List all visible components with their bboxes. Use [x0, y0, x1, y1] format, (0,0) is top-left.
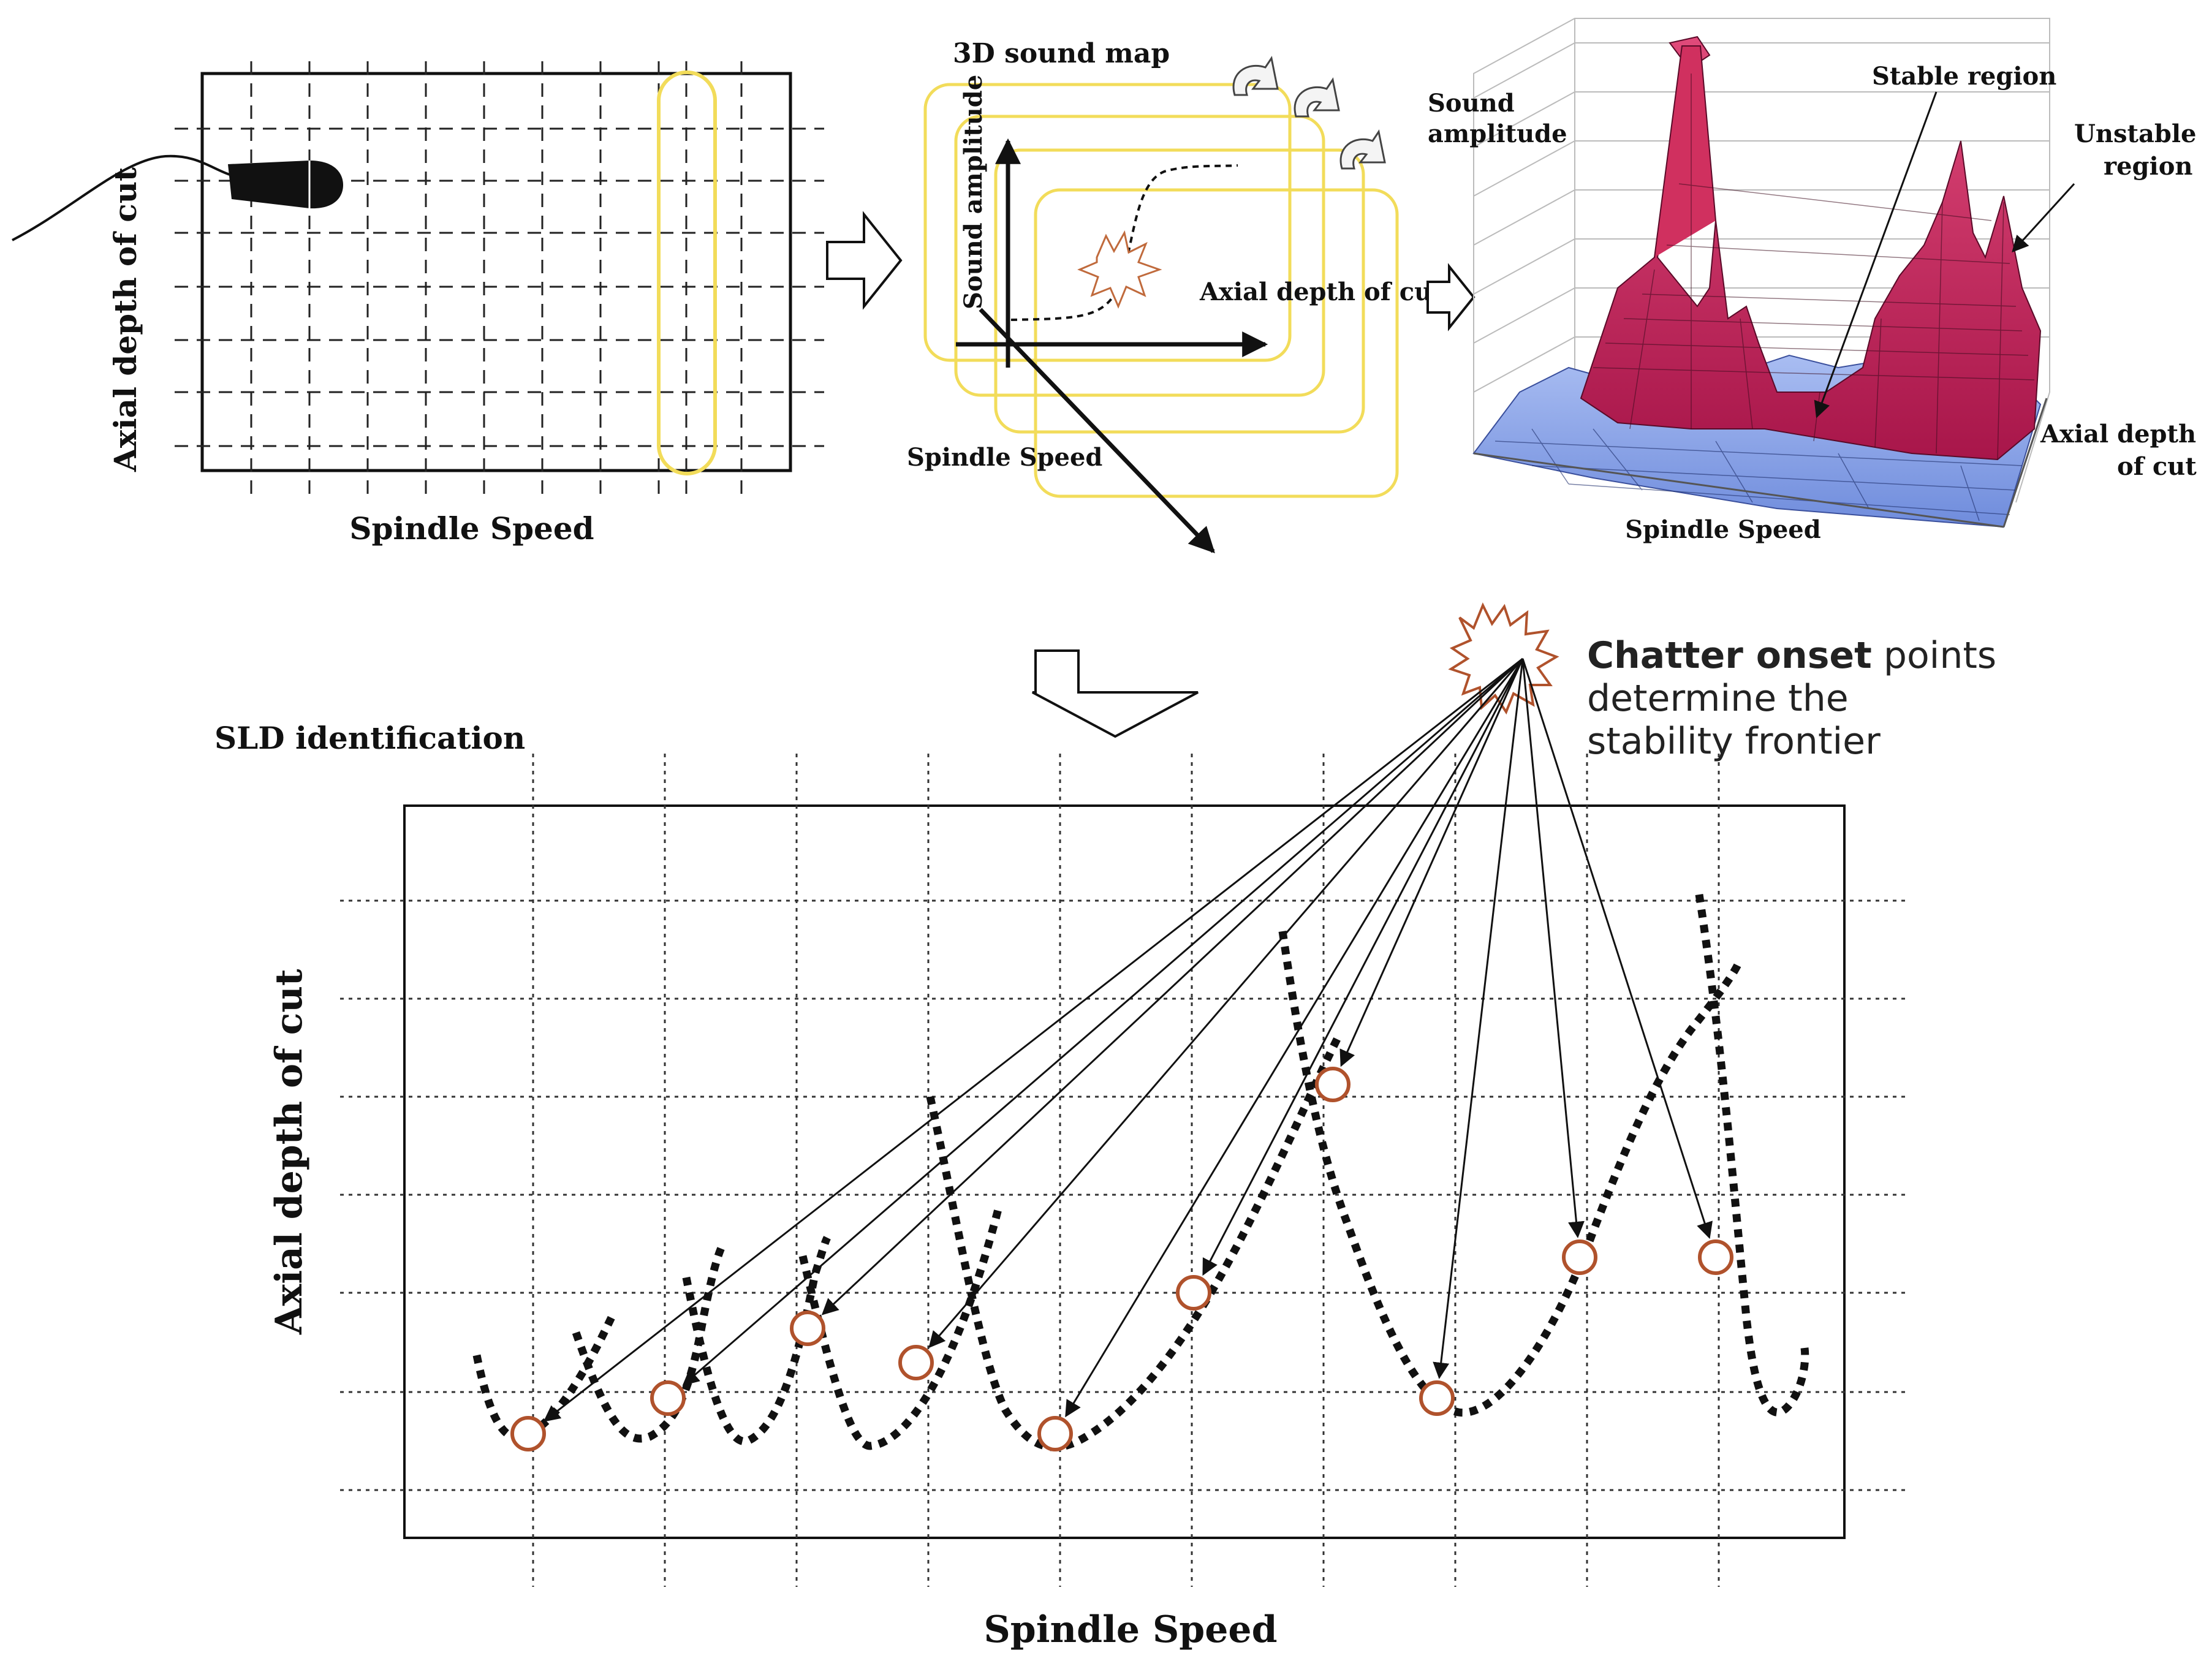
onset-arrows: [543, 657, 1713, 1422]
grid-dashed-lines: [175, 61, 824, 496]
onset-arrow: [543, 657, 1523, 1422]
panel-d-ylabel: Axial depth of cut: [268, 969, 311, 1335]
sld-dotted-grid: [340, 754, 1906, 1587]
chatter-onset-point: [1037, 1416, 1073, 1451]
panel-c-depth-label-1: Axial depth: [2040, 420, 2196, 448]
onset-arrow: [1339, 658, 1524, 1067]
chatter-onset-point: [1176, 1275, 1211, 1311]
panel-d-xlabel: Spindle Speed: [983, 1608, 1277, 1651]
panel-c-zlabel-1: Sound: [1428, 89, 1515, 118]
panel-a-xlabel: Spindle Speed: [349, 510, 594, 547]
stability-lobes: [472, 894, 1809, 1451]
highlighted-speed-column: [657, 70, 717, 475]
onset-arrow: [1433, 658, 1524, 1379]
unstable-region-label-1: Unstable: [2074, 119, 2197, 148]
chatter-onset-point: [1698, 1239, 1733, 1275]
onset-arrow: [1065, 658, 1524, 1418]
rotate-icon: [1232, 56, 1386, 170]
panel-c-xlabel: Spindle Speed: [1625, 515, 1820, 544]
panel-b-sound-map: 3D sound map Sound amplitude Axial depth…: [907, 38, 1444, 554]
chatter-onset-point: [898, 1345, 934, 1380]
chatter-onset-point: [1419, 1380, 1455, 1416]
panel-c-surface-plot: Sound amplitude Stable region Unstable r…: [1428, 18, 2197, 544]
onset-arrow: [682, 657, 1523, 1386]
panel-b-title: 3D sound map: [953, 38, 1170, 69]
chatter-note-line-1: Chatter onset points: [1587, 634, 1996, 677]
panel-d-title: SLD identification: [214, 720, 525, 756]
chatter-onset-burst-icon: [1448, 602, 1559, 715]
onset-arrow: [1202, 658, 1524, 1276]
chatter-note-line-2: determine the: [1587, 677, 1849, 720]
right-arrow-icon: [1426, 263, 1476, 331]
microphone-icon: [228, 161, 343, 209]
chatter-note-line-3: stability frontier: [1587, 720, 1881, 763]
right-arrow-icon: [826, 211, 903, 310]
stable-region-label: Stable region: [1872, 62, 2056, 91]
panel-b-y-label: Spindle Speed: [907, 443, 1102, 472]
panel-b-z-label: Sound amplitude: [959, 75, 988, 309]
chatter-burst-icon: [1077, 230, 1162, 309]
onset-arrow: [1521, 658, 1713, 1239]
onset-arrow: [1521, 658, 1585, 1238]
panel-a-measurement-grid: Axial depth of cut Spindle Speed: [12, 61, 824, 547]
chatter-onset-point: [1315, 1067, 1351, 1102]
chatter-onset-point: [790, 1311, 825, 1346]
panel-d-sld-identification: SLD identification: [214, 602, 1996, 1651]
panel-a-ylabel: Axial depth of cut: [107, 167, 143, 472]
panel-b-x-label: Axial depth of cut: [1199, 278, 1444, 306]
onset-arrow: [821, 657, 1524, 1315]
onset-arrow: [928, 658, 1524, 1349]
chatter-onset-points: [510, 1067, 1733, 1451]
chatter-onset-point: [650, 1380, 686, 1416]
grid-frame: [200, 72, 792, 472]
sld-frame: [403, 804, 1846, 1539]
unstable-region-label-2: region: [2104, 152, 2192, 181]
microphone-cable: [12, 154, 230, 241]
panel-c-zlabel-2: amplitude: [1428, 119, 1567, 148]
chatter-onset-point: [510, 1416, 546, 1451]
down-arrow-icon: [1032, 649, 1199, 738]
panel-c-depth-label-2: of cut: [2117, 452, 2197, 481]
chatter-onset-point: [1562, 1239, 1597, 1275]
unstable-surface: [1580, 36, 2042, 461]
sound-curve: [1010, 164, 1238, 321]
